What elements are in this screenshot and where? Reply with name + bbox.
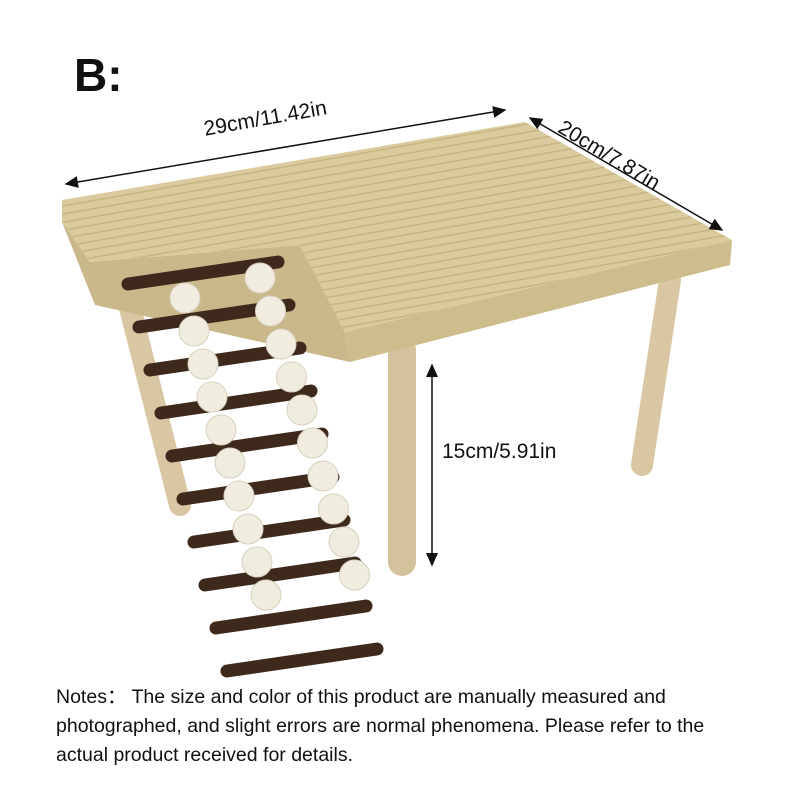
ladder-bead (328, 526, 360, 558)
ladder-bead (196, 381, 228, 413)
table-legs (117, 269, 681, 576)
ladder-bead (286, 394, 318, 426)
ladder-bead (205, 414, 237, 446)
ladder-rung (198, 556, 362, 592)
ladder-bead (307, 460, 339, 492)
ladder-bead (241, 546, 273, 578)
height-dimension-label: 15cm/5.91in (442, 440, 557, 463)
ladder-bead (265, 328, 297, 360)
ladder-rung (220, 642, 384, 678)
wooden-ladder (121, 255, 384, 678)
ladder-bead (187, 348, 219, 380)
ladder-bead (276, 361, 307, 393)
ladder-bead (169, 282, 201, 314)
ladder-rung (209, 599, 373, 635)
ladder-bead (297, 427, 328, 459)
ladder-bead (232, 513, 264, 545)
ladder-bead (223, 480, 255, 512)
ladder-bead (178, 315, 210, 347)
ladder-rung (154, 384, 318, 420)
ladder-bead (318, 493, 349, 525)
dimension-arrows (64, 106, 724, 567)
ladder-bead (339, 559, 370, 591)
ladder-rung (165, 427, 329, 463)
ladder-bead (255, 295, 286, 327)
variant-label: B: (74, 49, 123, 101)
ladder-rung (187, 513, 351, 549)
ladder-rung (176, 470, 340, 506)
ladder-bead (244, 262, 276, 294)
notes-text: Notes： The size and color of this produc… (56, 686, 705, 766)
ladder-bead (214, 447, 246, 479)
ladder-bead (250, 579, 282, 611)
